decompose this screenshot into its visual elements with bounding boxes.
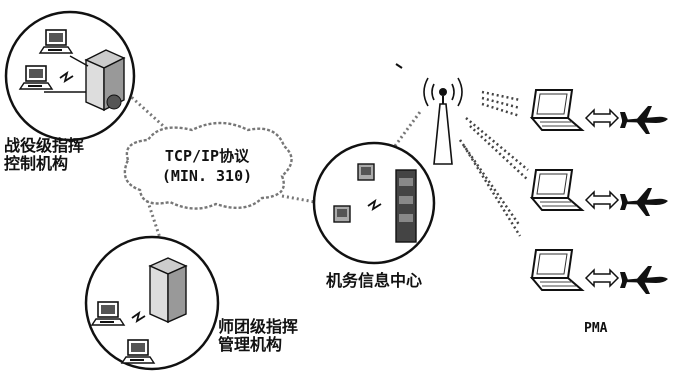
- network-protocol-line1: TCP/IP协议: [164, 147, 250, 165]
- double-arrow-icon: [585, 109, 619, 127]
- laptop-icon: [531, 169, 583, 211]
- network-links: [126, 92, 422, 239]
- computer-icon: [333, 205, 351, 223]
- computer-icon: [357, 163, 375, 181]
- server-icon: [148, 257, 188, 324]
- antenna-tower-icon: [423, 77, 463, 165]
- server-icon: [84, 49, 126, 112]
- link-campaign-cloud: [126, 92, 172, 134]
- network-cloud: [123, 121, 293, 210]
- division-command-label: 师团级指挥 管理机构: [218, 317, 299, 355]
- laptop-icon: [531, 89, 583, 131]
- maintenance-center-node: [312, 141, 436, 265]
- campaign-command-label: 战役级指挥 控制机构: [4, 136, 85, 174]
- server-icon: [395, 169, 417, 243]
- cloud-shape: [123, 121, 293, 210]
- radio-waves: [458, 90, 529, 237]
- division-command-label-line1: 师团级指挥: [218, 317, 299, 336]
- network-protocol-label: TCP/IP协议 (MIN. 310): [142, 147, 272, 186]
- link-cloud-division: [144, 195, 162, 239]
- campaign-command-label-line1: 战役级指挥: [4, 136, 85, 155]
- division-command-label-line2: 管理机构: [218, 335, 283, 355]
- maintenance-center-label: 机务信息中心: [326, 271, 423, 290]
- pma-label: PMA: [584, 321, 608, 336]
- double-arrow-icon: [585, 269, 619, 287]
- double-arrow-icon: [585, 191, 619, 209]
- network-protocol-line2: (MIN. 310): [161, 166, 253, 185]
- laptop-icon: [531, 249, 583, 291]
- campaign-command-node: [4, 10, 136, 142]
- airplane-icon: [620, 188, 668, 216]
- link-center-antenna: [390, 111, 422, 151]
- campaign-command-label-line2: 控制机构: [4, 154, 69, 174]
- pma-group: [531, 89, 668, 294]
- division-command-node: [84, 235, 220, 371]
- airplane-icon: [620, 266, 668, 294]
- airplane-icon: [620, 106, 668, 134]
